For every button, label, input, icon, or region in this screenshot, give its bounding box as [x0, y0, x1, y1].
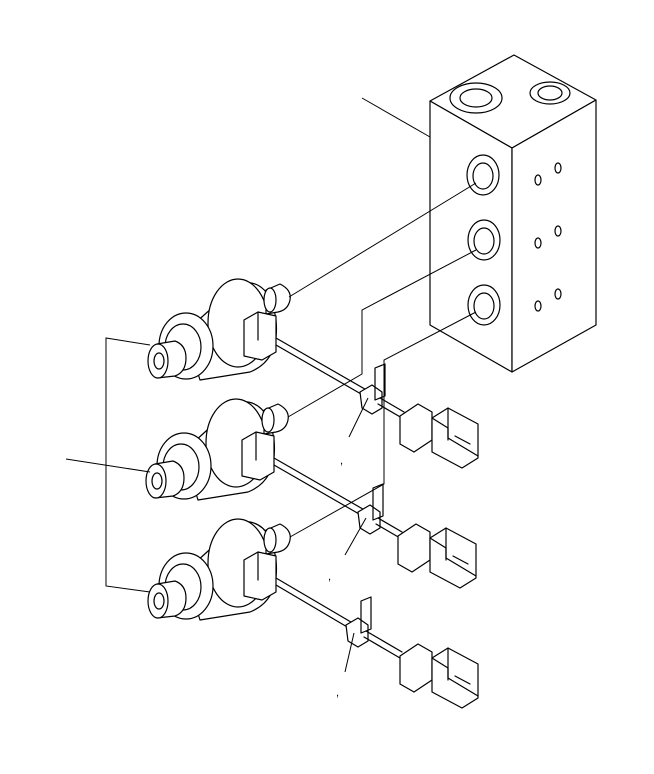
leader-valve-block — [361, 97, 431, 138]
leader-port-3 — [289, 311, 477, 538]
wire-harness-3 — [275, 577, 479, 709]
callout-mark-1: , — [340, 455, 343, 467]
block-port-2 — [467, 219, 501, 261]
leader-harness-1 — [348, 397, 369, 438]
block-port-3 — [467, 284, 501, 326]
leader-harness-2 — [344, 517, 367, 556]
wire-harness-1 — [275, 337, 479, 469]
leader-solenoid-2 — [65, 458, 151, 473]
solenoid-valve-1 — [147, 278, 291, 381]
callout-mark-3: , — [336, 687, 339, 699]
valve-block — [429, 54, 597, 373]
wire-harness-2 — [273, 457, 477, 589]
callout-mark-2: , — [328, 571, 331, 583]
solenoid-valve-2 — [145, 398, 289, 501]
block-port-1 — [466, 154, 500, 196]
solenoid-group-bracket — [105, 337, 151, 593]
leader-harness-3 — [344, 632, 355, 673]
solenoid-valve-3 — [147, 518, 291, 621]
leader-port-1 — [288, 182, 477, 298]
leader-port-2 — [287, 249, 477, 418]
